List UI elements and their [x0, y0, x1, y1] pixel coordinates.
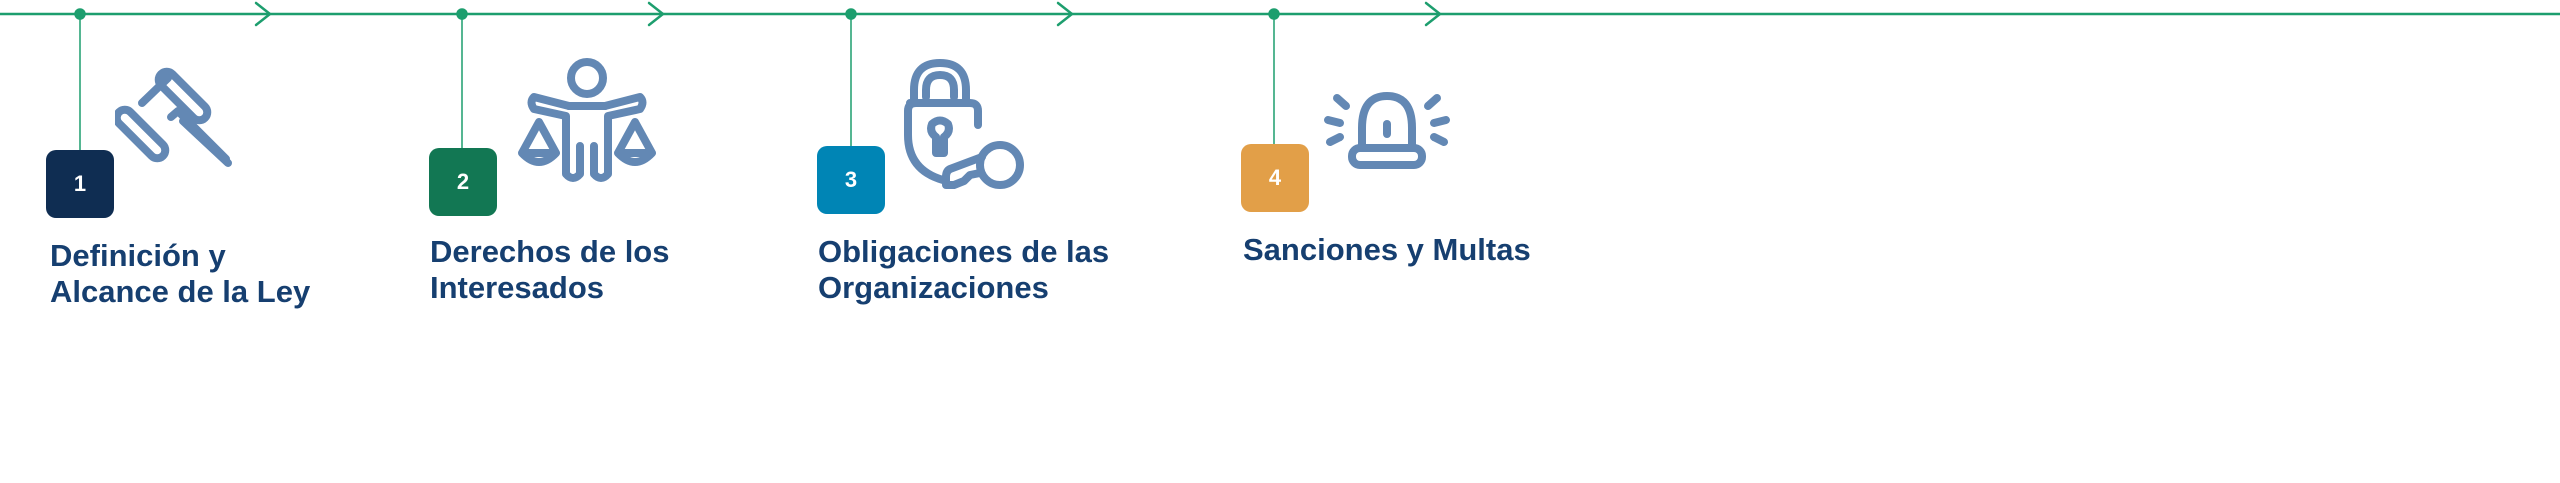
step-number-badge: 3: [817, 146, 885, 214]
step-title: Sanciones y Multas: [1243, 232, 1531, 267]
chevron-right-icon: [647, 1, 666, 27]
step-number: 1: [73, 171, 87, 196]
chevron-right-icon: [1424, 1, 1443, 27]
step-title: Obligaciones de las Organizaciones: [818, 234, 1110, 305]
chevron-right-icon: [1056, 1, 1075, 27]
step-number: 4: [1268, 165, 1282, 190]
gavel-icon: [115, 67, 232, 167]
step-number: 2: [456, 169, 470, 194]
step-number: 3: [844, 167, 858, 192]
step-number-badge: 4: [1241, 144, 1309, 212]
siren-icon: [1324, 92, 1450, 169]
step-title: Definición y Alcance de la Ley: [50, 238, 311, 309]
step-number-badge: 1: [46, 150, 114, 218]
step-number-badge: 2: [429, 148, 497, 216]
chevron-right-icon: [254, 1, 273, 27]
step-title: Derechos de los Interesados: [430, 234, 670, 305]
scales-icon: [518, 58, 656, 182]
lock-key-icon: [904, 59, 1024, 189]
